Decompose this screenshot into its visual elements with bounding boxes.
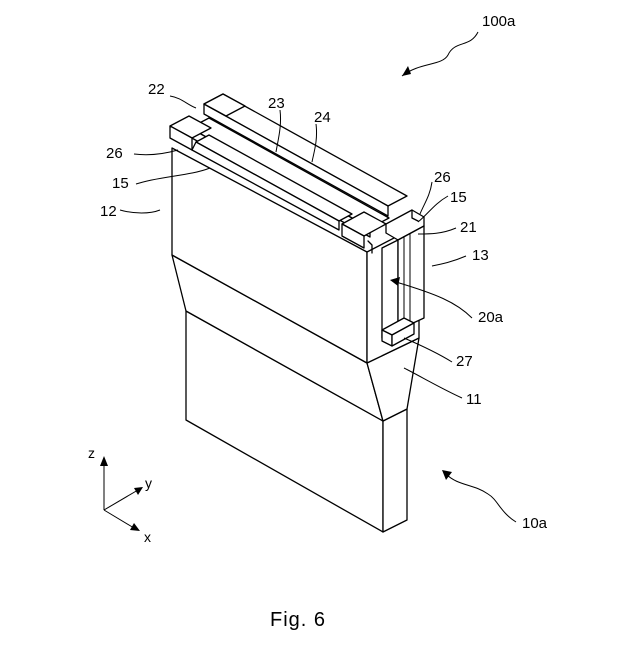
label-23: 23 bbox=[268, 95, 285, 112]
figure-caption: Fig. 6 bbox=[270, 609, 326, 631]
leader-26b bbox=[420, 182, 432, 214]
label-22: 22 bbox=[148, 81, 165, 98]
x-axis-line bbox=[104, 510, 134, 528]
label-20a: 20a bbox=[478, 309, 504, 326]
leader-100a bbox=[402, 32, 478, 76]
label-26-right: 26 bbox=[434, 169, 451, 186]
leader-10a bbox=[446, 474, 516, 522]
label-10a: 10a bbox=[522, 515, 548, 532]
label-12: 12 bbox=[100, 203, 117, 220]
label-21: 21 bbox=[460, 219, 477, 236]
label-15-left: 15 bbox=[112, 175, 129, 192]
label-11: 11 bbox=[466, 391, 482, 408]
post-side-face bbox=[398, 226, 424, 330]
label-100a: 100a bbox=[482, 13, 516, 30]
leader-11 bbox=[404, 368, 462, 398]
label-27: 27 bbox=[456, 353, 473, 370]
label-26-left: 26 bbox=[106, 145, 123, 162]
label-13: 13 bbox=[472, 247, 489, 264]
leader-13 bbox=[432, 256, 466, 266]
axis-triad: z y x bbox=[88, 445, 152, 545]
axis-label-x: x bbox=[144, 529, 151, 545]
y-axis-line bbox=[104, 490, 138, 510]
lower-side-face bbox=[383, 409, 407, 532]
axis-label-z: z bbox=[88, 445, 95, 461]
leader-12 bbox=[120, 210, 160, 213]
arrowhead-10a bbox=[442, 470, 452, 480]
label-24: 24 bbox=[314, 109, 331, 126]
label-15-right: 15 bbox=[450, 189, 467, 206]
leader-22 bbox=[170, 96, 196, 108]
axis-label-y: y bbox=[145, 475, 152, 491]
z-axis-arrow bbox=[100, 456, 108, 466]
arrowhead-100a bbox=[402, 66, 411, 76]
